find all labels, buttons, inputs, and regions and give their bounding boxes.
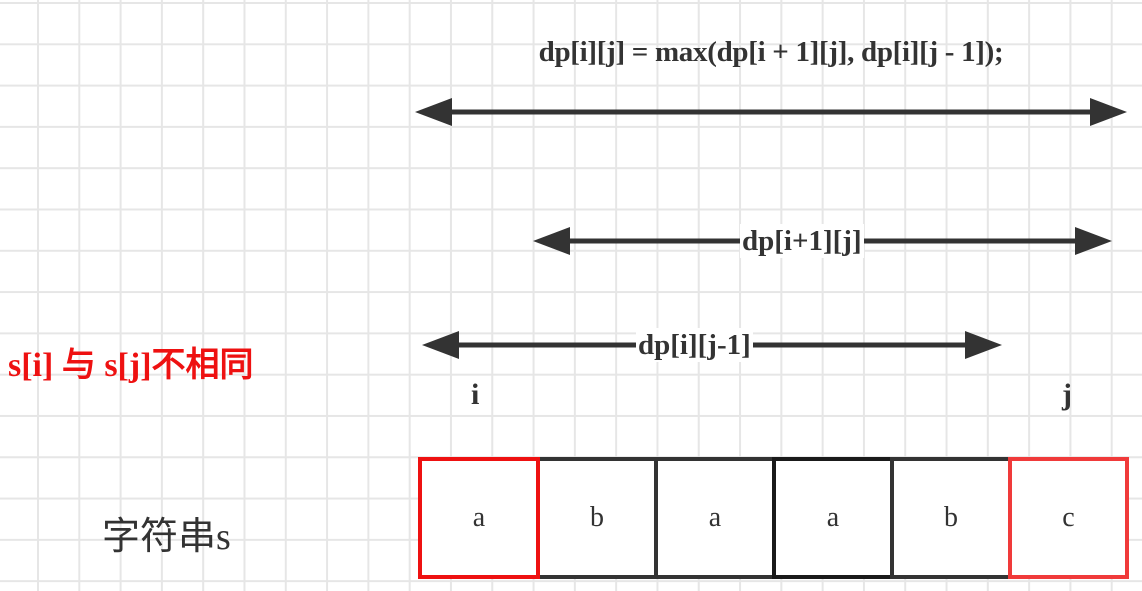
string-cells: a b a a b c bbox=[418, 457, 1129, 579]
cell-1: b bbox=[536, 457, 658, 579]
recurrence-formula: dp[i][j] = max(dp[i + 1][j], dp[i][j - 1… bbox=[538, 36, 1004, 68]
cell-3: a bbox=[772, 457, 894, 579]
arrow-left-head-icon bbox=[415, 98, 452, 126]
cell-5: c bbox=[1008, 457, 1129, 579]
arrow-left-head-icon bbox=[533, 227, 570, 255]
cell-0: a bbox=[418, 457, 540, 579]
cell-4: b bbox=[890, 457, 1012, 579]
condition-label: s[i] 与 s[j]不相同 bbox=[8, 347, 254, 384]
dp-i-j-minus-1-label: dp[i][j-1] bbox=[636, 328, 753, 362]
arrow-left-head-icon bbox=[422, 331, 459, 359]
index-i-label: i bbox=[471, 378, 480, 411]
arrow-right-head-icon bbox=[965, 331, 1002, 359]
arrow-right-head-icon bbox=[1075, 227, 1112, 255]
string-label: 字符串s bbox=[102, 516, 231, 558]
arrow-right-head-icon bbox=[1090, 98, 1127, 126]
formula-span-arrow bbox=[415, 98, 1127, 126]
dp-i-plus-1-j-label: dp[i+1][j] bbox=[740, 224, 864, 258]
cell-2: a bbox=[654, 457, 776, 579]
index-j-label: j bbox=[1062, 378, 1072, 411]
